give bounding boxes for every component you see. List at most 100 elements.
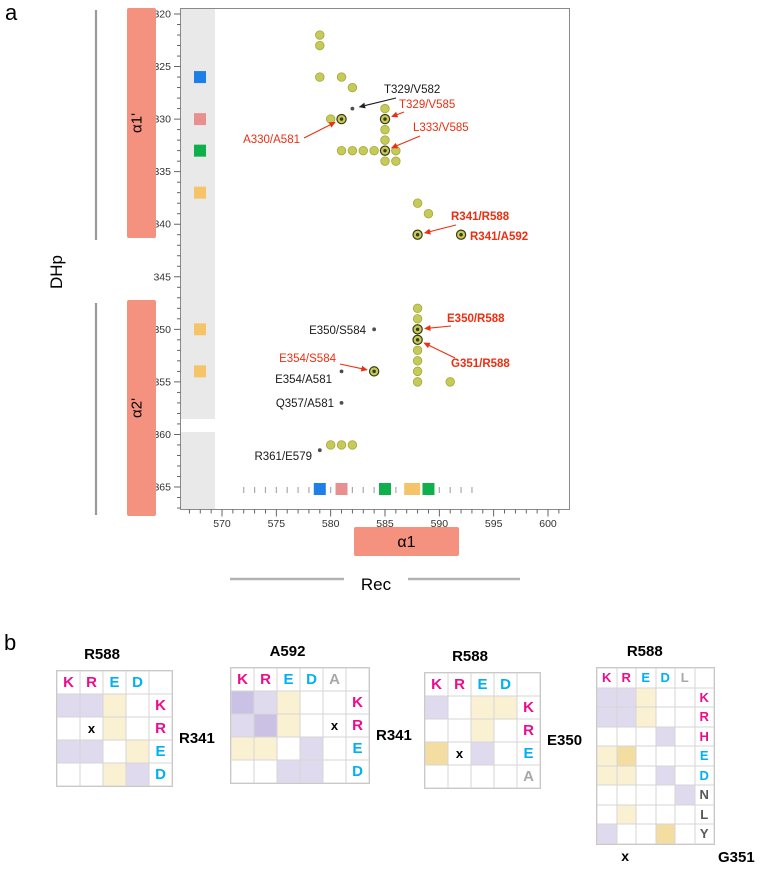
matrix-cell	[655, 824, 675, 844]
contact-dot	[347, 440, 358, 450]
matrix-cell	[616, 804, 636, 824]
matrix-cell	[126, 717, 149, 740]
residue-letter: H	[694, 726, 714, 746]
contact-dot	[315, 30, 325, 40]
residue-letter: K	[425, 673, 448, 696]
y-axis-tick-label: 325	[153, 61, 171, 73]
matrix-cell	[471, 719, 494, 742]
matrix-side-residue-label: G351	[718, 848, 755, 866]
alpha1-helix-label: α1	[397, 534, 415, 551]
panel-a-label: a	[5, 0, 18, 25]
matrix-cell	[300, 691, 323, 714]
contact-label: E350/S584	[309, 325, 367, 337]
residue-letter: K	[149, 694, 172, 717]
x-axis-tick-label: 600	[539, 518, 557, 530]
matrix-cell	[471, 765, 494, 788]
matrix-cell	[675, 746, 695, 766]
residue-letter: D	[126, 671, 149, 694]
matrix-cell	[655, 707, 675, 727]
matrix-cell	[616, 785, 636, 805]
contact-dot	[315, 40, 325, 51]
residue-letter: R	[694, 707, 714, 727]
contact-dot-center	[415, 233, 420, 237]
matrix-side-residue-label: R341	[376, 727, 412, 744]
matrix-cell: x	[80, 717, 103, 740]
matrix-cell	[231, 737, 254, 760]
matrix-cell	[636, 804, 656, 824]
contact-label: R341/R588	[451, 211, 510, 223]
matrix-cell	[655, 746, 675, 766]
rec-domain-label: Rec	[361, 575, 392, 594]
contact-dot	[380, 135, 390, 145]
matrix-cell	[636, 824, 656, 844]
residue-letter: E	[636, 668, 656, 688]
orange-residue-square-left	[194, 365, 206, 378]
residue-letter: E	[149, 740, 172, 763]
wildtype-marker: x	[330, 718, 339, 733]
contact-dot	[380, 124, 390, 135]
residue-letter: A	[517, 765, 540, 788]
matrix-cell	[494, 719, 517, 742]
matrix-cell	[471, 742, 494, 765]
matrix-cell	[616, 746, 636, 766]
contact-dot-small	[339, 401, 344, 405]
wildtype-marker: x	[455, 746, 464, 761]
matrix-cell: x	[448, 742, 471, 765]
matrix-cell	[675, 726, 695, 746]
residue-letter: R	[80, 671, 103, 694]
plot-frame	[180, 8, 570, 510]
matrix-side-residue-label: R341	[179, 730, 215, 747]
matrix-cell	[126, 740, 149, 763]
matrix-cell	[616, 726, 636, 746]
matrix-cell	[231, 714, 254, 737]
x-axis-tick-label: 580	[322, 518, 340, 530]
pink-residue-square-bottom	[335, 483, 348, 495]
matrix-cell	[425, 742, 448, 765]
matrix-side-residue-label: E350	[547, 732, 583, 749]
alpha1prime-helix-label: α1'	[129, 113, 146, 133]
matrix-cell	[80, 763, 103, 786]
matrix-cell	[254, 737, 277, 760]
y-axis-tick-label: 335	[153, 166, 171, 178]
matrix-corner-cell	[695, 668, 715, 688]
residue-letter: N	[694, 785, 714, 805]
residue-letter: R	[149, 717, 172, 740]
residue-letter: E	[277, 668, 300, 691]
contact-dot	[347, 82, 358, 93]
residue-letter: R	[517, 719, 540, 742]
contact-label: E350/R588	[447, 313, 505, 325]
matrix-cell	[616, 765, 636, 785]
matrix-corner-cell	[346, 668, 369, 691]
residue-letter: D	[655, 668, 675, 688]
matrix-cell	[675, 824, 695, 844]
matrix-cell	[300, 737, 323, 760]
matrix-cell	[636, 707, 656, 727]
x-axis-tick-label: 575	[268, 518, 286, 530]
matrix-cell	[323, 691, 346, 714]
contact-dot-center	[383, 148, 387, 153]
contact-dot-small	[372, 327, 377, 332]
residue-letter: E	[346, 737, 369, 760]
matrix-cell	[655, 765, 675, 785]
matrix-cell	[616, 687, 636, 707]
matrix-top-residue-label: R588	[626, 643, 663, 660]
residue-letter: E	[471, 673, 494, 696]
y-axis-tick-label: 345	[153, 271, 171, 283]
residue-letter: E	[517, 742, 540, 765]
contact-dot	[380, 156, 390, 166]
green-residue-square-bottom	[422, 483, 435, 495]
contact-dot	[412, 345, 423, 356]
contact-dot-small	[339, 369, 344, 374]
matrix-cell	[425, 765, 448, 788]
matrix-top-residue-label: R588	[452, 648, 488, 665]
matrix-cell	[675, 707, 695, 727]
residue-letter: K	[597, 668, 617, 688]
contact-dot	[358, 145, 368, 156]
residue-letter: K	[57, 671, 80, 694]
contact-label: Q357/A581	[276, 398, 334, 410]
contact-label: E354/A581	[275, 374, 332, 386]
contact-dot-center	[415, 338, 420, 342]
